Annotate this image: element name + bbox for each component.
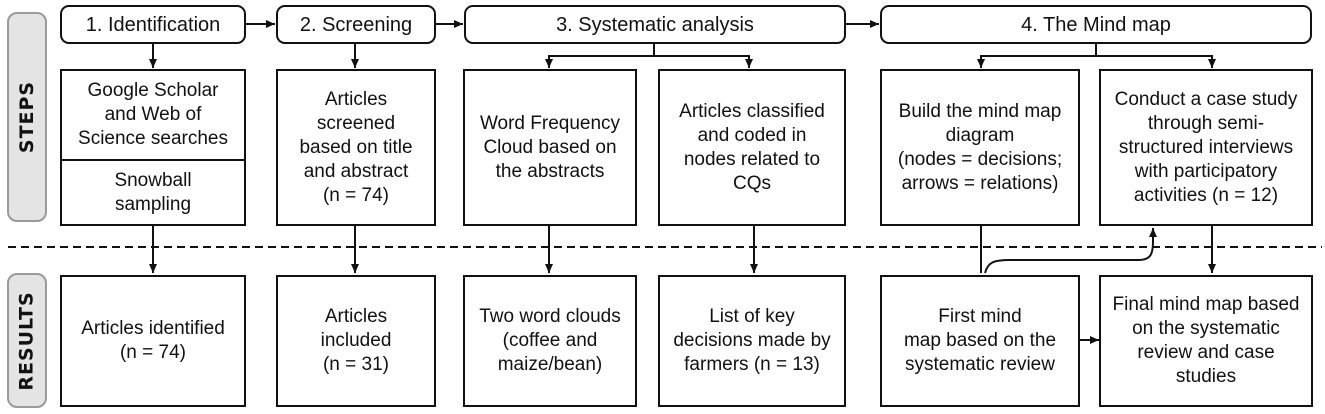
result-word-clouds: Two word clouds (coffee and maize/bean) [463, 275, 637, 407]
step-word-frequency: Word Frequency Cloud based on the abstra… [463, 69, 637, 226]
results-side-label: RESULTS [7, 273, 47, 408]
result-key-decisions: List of key decisions made by farmers (n… [658, 275, 846, 407]
result-first-mind-map: First mind map based on the systematic r… [880, 275, 1080, 407]
step-identification-box [60, 69, 246, 226]
step-articles-classified: Articles classified and coded in nodes r… [658, 69, 846, 226]
step-screening: Articles screened based on title and abs… [276, 69, 436, 226]
header-identification: 1. Identification [60, 5, 246, 44]
result-articles-identified: Articles identified (n = 74) [60, 275, 246, 407]
branch-h3 [548, 44, 750, 68]
header-screening: 2. Screening [276, 5, 436, 44]
result-articles-included: Articles included (n = 31) [276, 275, 436, 407]
step-identification-searches: Google Scholar and Web of Science search… [78, 80, 228, 149]
step-case-study: Conduct a case study through semi- struc… [1099, 69, 1313, 226]
steps-label-text: STEPS [16, 80, 39, 154]
branch-h4 [980, 44, 1213, 68]
header-systematic-analysis: 3. Systematic analysis [464, 5, 846, 44]
arrow-feedback-loop [984, 228, 1157, 274]
identification-divider [60, 159, 244, 161]
steps-side-label: STEPS [7, 12, 47, 222]
results-label-text: RESULTS [16, 290, 39, 391]
step-identification-snowball: Snowball sampling [114, 169, 192, 215]
step-build-mind-map: Build the mind map diagram (nodes = deci… [880, 69, 1080, 226]
result-final-mind-map: Final mind map based on the systematic r… [1099, 275, 1313, 407]
header-mind-map: 4. The Mind map [880, 5, 1312, 44]
